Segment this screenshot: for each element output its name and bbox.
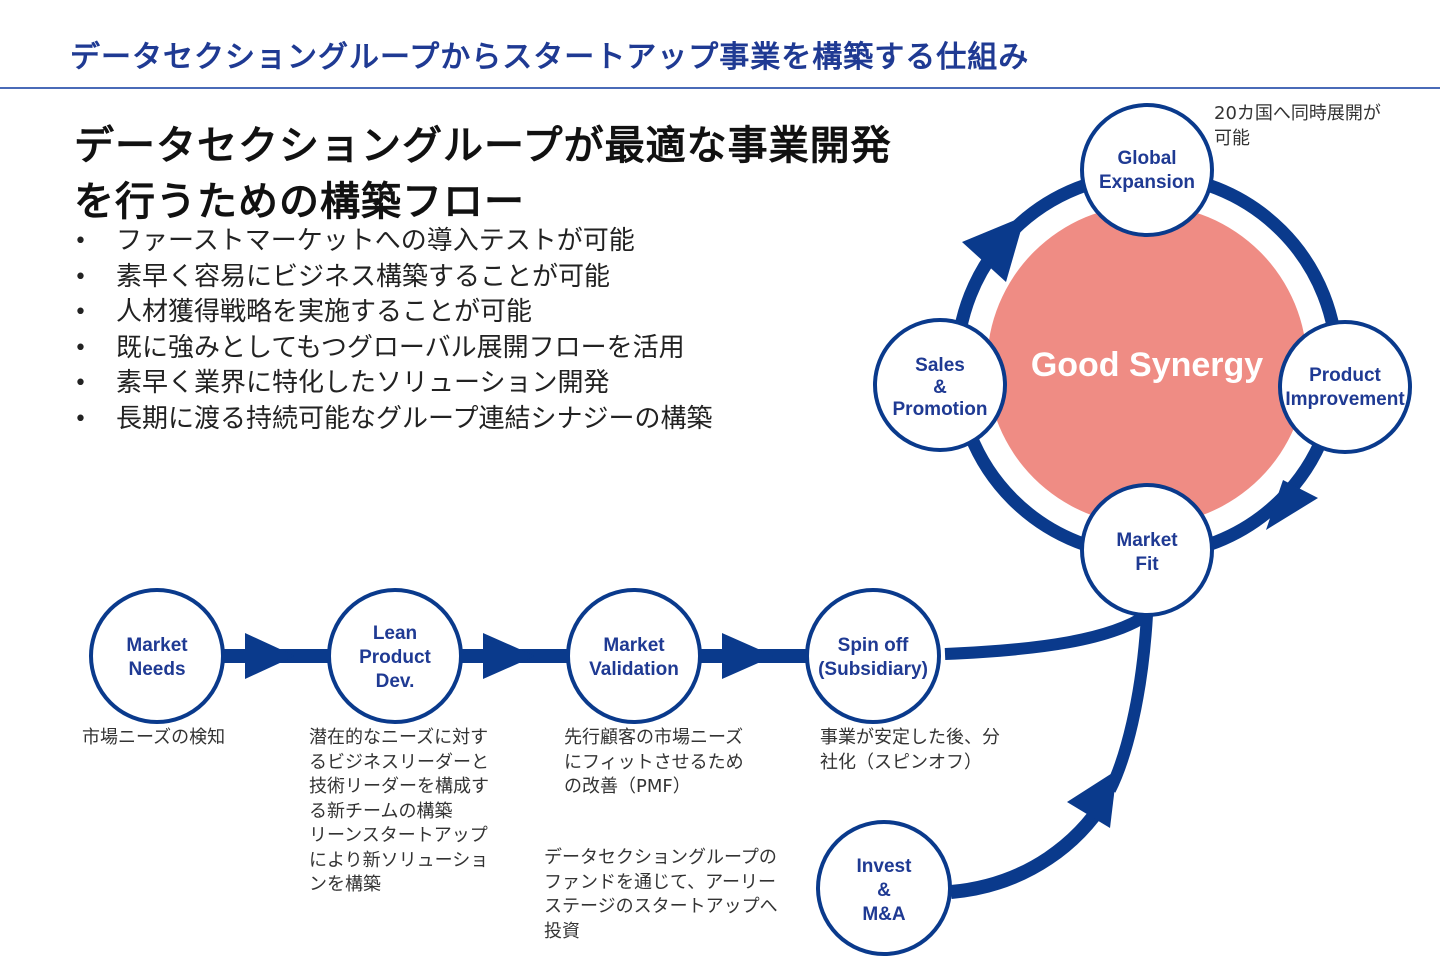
cycle-arrow-up-icon bbox=[962, 216, 1025, 282]
spinoff-connector bbox=[944, 609, 1151, 660]
synergy-circle bbox=[987, 205, 1307, 525]
step-market-validation: Market Validation bbox=[566, 588, 702, 724]
step-desc-invest-ma: データセクショングループの ファンドを通じて、アーリー ステージのスタートアップ… bbox=[544, 847, 778, 942]
node-product-improvement: Product Improvement bbox=[1278, 320, 1412, 454]
benefit-item: •長期に渡る持続可能なグループ連結シナジーの構築 bbox=[74, 402, 712, 438]
benefit-item: •素早く容易にビジネス構築することが可能 bbox=[74, 260, 712, 296]
svg-text:Global: Global bbox=[1117, 148, 1176, 169]
bullet-icon: • bbox=[74, 406, 87, 432]
svg-text:Dev.: Dev. bbox=[376, 671, 415, 692]
main-title-line-1: データセクショングループが最適な事業開発 bbox=[74, 123, 892, 169]
benefit-list: •ファーストマーケットへの導入テストが可能 •素早く容易にビジネス構築することが… bbox=[74, 224, 712, 437]
svg-text:Needs: Needs bbox=[128, 659, 185, 680]
step-market-needs: Market Needs bbox=[89, 588, 225, 724]
step-desc-market-validation: 先行顧客の市場ニーズ にフィットさせるため の改善（PMF） bbox=[564, 727, 744, 797]
svg-text:Market: Market bbox=[126, 635, 188, 656]
svg-text:&: & bbox=[933, 377, 947, 398]
invest-arrow-icon bbox=[1067, 770, 1117, 828]
main-title: データセクショングループが最適な事業開発 を行うための構築フロー bbox=[74, 118, 892, 230]
benefit-item: •ファーストマーケットへの導入テストが可能 bbox=[74, 224, 712, 260]
node-sales-promotion: Sales & Promotion bbox=[873, 318, 1007, 452]
step-desc-spin-off: 事業が安定した後、分 社化（スピンオフ） bbox=[820, 727, 1000, 773]
svg-text:&: & bbox=[877, 880, 891, 901]
step-spin-off: Spin off (Subsidiary) bbox=[805, 588, 941, 724]
svg-text:Invest: Invest bbox=[857, 856, 913, 877]
benefit-item: •人材獲得戦略を実施することが可能 bbox=[74, 295, 712, 331]
invest-connector bbox=[950, 796, 1111, 899]
cycle-arrow-down-icon bbox=[1266, 480, 1318, 530]
svg-text:Market: Market bbox=[603, 635, 665, 656]
svg-text:Sales: Sales bbox=[915, 355, 965, 376]
svg-text:Expansion: Expansion bbox=[1099, 172, 1195, 193]
svg-text:Fit: Fit bbox=[1135, 554, 1159, 575]
flow-arrow-icon bbox=[722, 633, 774, 679]
global-expansion-note: 20カ国へ同時展開が 可能 bbox=[1214, 103, 1381, 149]
flow-arrow-icon bbox=[245, 633, 295, 679]
bullet-icon: • bbox=[74, 371, 87, 396]
step-desc-lean-product-dev: 潜在的なニーズに対す るビジネスリーダーと 技術リーダーを構成す る新チームの構… bbox=[309, 727, 489, 895]
step-invest-ma: Invest & M&A bbox=[816, 820, 952, 956]
node-market-fit: Market Fit bbox=[1080, 483, 1214, 617]
bullet-icon: • bbox=[74, 229, 87, 254]
benefit-item: •既に強みとしてもつグローバル展開フローを活用 bbox=[74, 331, 712, 367]
bullet-icon: • bbox=[74, 300, 87, 325]
header-divider bbox=[0, 87, 1440, 89]
page-header-title: データセクショングループからスタートアップ事業を構築する仕組み bbox=[70, 40, 1030, 75]
flow-arrow-icon bbox=[483, 633, 535, 679]
svg-text:Product: Product bbox=[359, 647, 431, 668]
synergy-label: Good Synergy bbox=[1031, 346, 1263, 384]
bullet-icon: • bbox=[74, 335, 87, 361]
step-desc-market-needs: 市場ニーズの検知 bbox=[82, 727, 226, 748]
svg-text:Market: Market bbox=[1116, 530, 1178, 551]
svg-text:Improvement: Improvement bbox=[1285, 389, 1405, 410]
svg-text:Lean: Lean bbox=[373, 623, 417, 644]
node-global-expansion: Global Expansion bbox=[1080, 103, 1214, 237]
svg-text:Product: Product bbox=[1309, 365, 1381, 386]
step-lean-product-dev: Lean Product Dev. bbox=[327, 588, 463, 724]
svg-text:Validation: Validation bbox=[589, 659, 679, 680]
svg-text:M&A: M&A bbox=[862, 904, 906, 925]
svg-text:Promotion: Promotion bbox=[893, 399, 988, 420]
invest-to-fit-connector bbox=[1104, 614, 1153, 793]
svg-text:(Subsidiary): (Subsidiary) bbox=[818, 659, 928, 680]
svg-text:Spin off: Spin off bbox=[838, 635, 909, 656]
bullet-icon: • bbox=[74, 264, 87, 290]
main-title-line-2: を行うための構築フロー bbox=[74, 179, 525, 225]
benefit-item: •素早く業界に特化したソリューション開発 bbox=[74, 366, 712, 402]
